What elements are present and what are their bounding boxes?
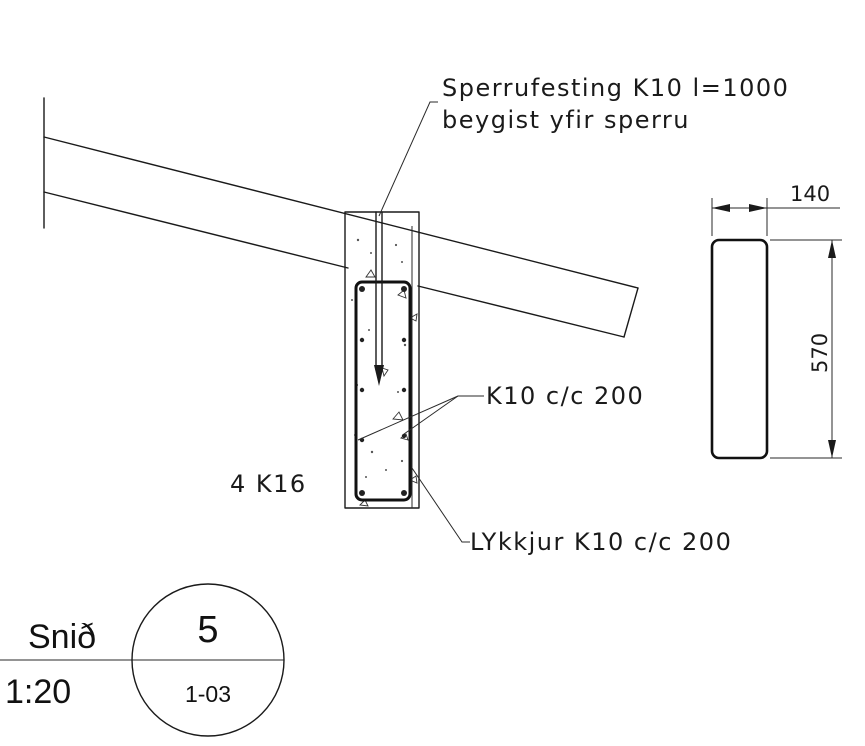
- concrete-hatch: [351, 238, 418, 507]
- section-title: Snið: [28, 618, 96, 656]
- ties-note: LYkkjur K10 c/c 200: [470, 528, 732, 556]
- ties-leader: [411, 467, 470, 543]
- rebar-dots: [359, 286, 407, 496]
- stirrup-leader: [357, 395, 484, 441]
- main-bars-note: 4 K16: [230, 470, 307, 498]
- anchor-note-line2: beygist yfir sperru: [442, 106, 690, 134]
- sheet-number: 1-03: [185, 681, 231, 707]
- section-scale: 1:20: [5, 673, 71, 711]
- section-circle: [131, 583, 285, 737]
- rafter: [43, 136, 639, 338]
- width-dimension: [711, 198, 840, 236]
- anchor-note-line1: Sperrufesting K10 l=1000: [442, 74, 789, 102]
- height-dimension: [770, 239, 842, 459]
- section-number: 5: [197, 609, 218, 651]
- small-section-outline: [710, 238, 769, 460]
- height-dimension-value: 570: [808, 333, 832, 373]
- stirrup: [354, 280, 412, 502]
- stirrup-note: K10 c/c 200: [486, 382, 644, 410]
- anchor-leader: [378, 101, 438, 217]
- rafter-anchor-bar: [374, 211, 384, 386]
- width-dimension-value: 140: [790, 182, 830, 206]
